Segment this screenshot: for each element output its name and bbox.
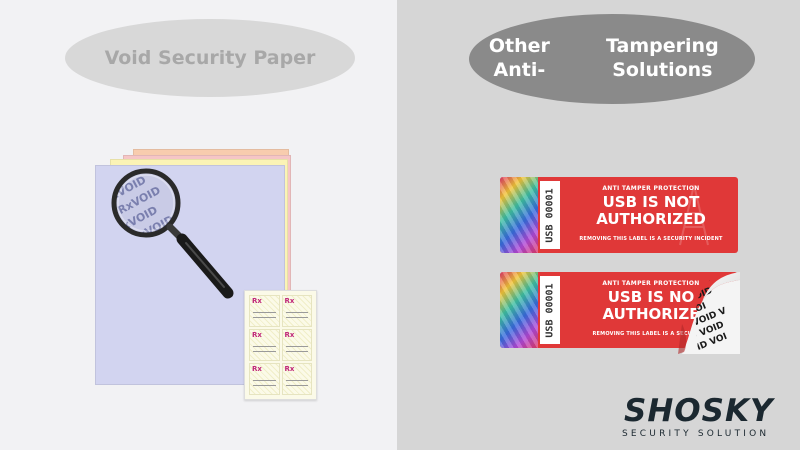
- prescription-cheque-sheet: Rx Rx Rx Rx Rx Rx: [244, 290, 317, 400]
- serial-number-box: USB 00001: [540, 276, 560, 344]
- rx-mark: Rx: [252, 297, 262, 305]
- label-top-text: ANTI TAMPER PROTECTION: [602, 280, 700, 287]
- void-security-paper-heading-text: Void Security Paper: [104, 47, 316, 69]
- cheque-cell: Rx: [281, 329, 312, 361]
- cheque-cell: Rx: [249, 295, 280, 327]
- tower-watermark-icon: [679, 184, 709, 246]
- label-main-line1: USB IS NOT: [602, 193, 700, 211]
- peeled-void-residue-icon: VOID VOID V VOID VOID VOID VOI OID VOID …: [670, 272, 740, 354]
- anti-tampering-heading: Other Anti- Tampering Solutions: [469, 14, 755, 104]
- serial-number-box: USB 00001: [540, 181, 560, 249]
- hologram-strip: [500, 177, 538, 253]
- label-main-line2: AUTHORIZE: [602, 304, 700, 323]
- cheque-cell: Rx: [249, 329, 280, 361]
- shosky-logo: SHOSKY SECURITY SOLUTION: [616, 393, 784, 441]
- rx-mark: Rx: [252, 331, 262, 339]
- cheque-cell: Rx: [281, 295, 312, 327]
- logo-subtitle: SECURITY SOLUTION: [622, 429, 770, 439]
- label-top-text: ANTI TAMPER PROTECTION: [602, 185, 700, 192]
- rx-mark: Rx: [252, 365, 262, 373]
- cheque-cell: Rx: [249, 363, 280, 395]
- void-security-paper-heading: Void Security Paper: [65, 19, 355, 97]
- label-bottom-text: REMOVING THIS LABEL IS A SECURITY INCIDE…: [579, 236, 723, 242]
- magnifier-icon: RxVOID RxVOID RxVOID RxVOID: [108, 168, 234, 299]
- rx-mark: Rx: [284, 297, 295, 305]
- label-main-text: USB IS NOT AUTHORIZED: [564, 194, 738, 228]
- label-main-line2: AUTHORIZED: [596, 209, 706, 228]
- logo-wordmark: SHOSKY: [624, 393, 774, 429]
- anti-tampering-heading-line2: Tampering Solutions: [606, 35, 719, 81]
- anti-tampering-heading-line1: Other Anti-: [488, 35, 550, 81]
- cheque-cell: Rx: [281, 363, 312, 395]
- label-main-line1: USB IS NO: [607, 288, 695, 306]
- serial-number: USB 00001: [544, 282, 556, 338]
- serial-number: USB 00001: [544, 187, 556, 243]
- rx-mark: Rx: [284, 365, 295, 373]
- label-bottom-text: REMOVING THIS LABEL IS A SECURITY I: [592, 331, 710, 337]
- label-main-text: USB IS NO AUTHORIZE: [564, 289, 738, 323]
- rx-mark: Rx: [284, 331, 295, 339]
- tamper-label-intact: USB 00001 ANTI TAMPER PROTECTION USB IS …: [500, 177, 738, 253]
- hologram-strip: [500, 272, 538, 348]
